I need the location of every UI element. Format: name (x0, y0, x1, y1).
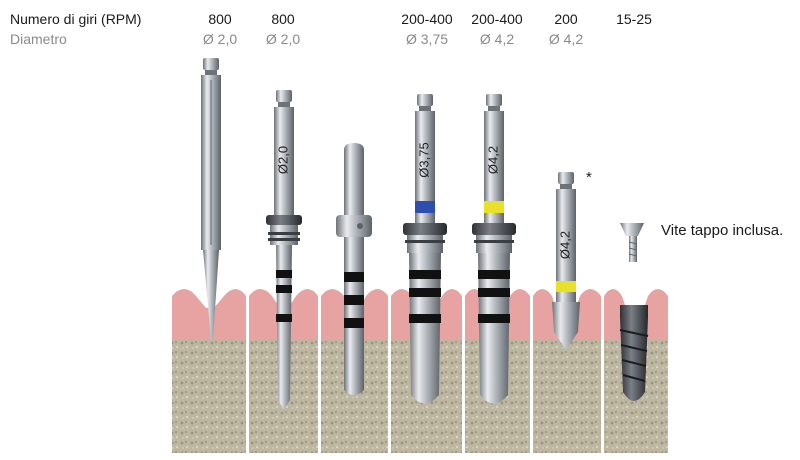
drill-2-marking: Ø2,0 (275, 146, 290, 174)
diameter-col-2: Ø 2,0 (265, 31, 301, 47)
yellow-color-ring (484, 201, 504, 213)
drill-4-2: Ø4,2 (472, 94, 516, 404)
drill-4-marking: Ø3,75 (416, 142, 431, 177)
blue-color-ring (415, 201, 435, 213)
cover-screw (620, 223, 644, 262)
yellow-color-ring-2 (556, 281, 576, 292)
rpm-col-7: 15-25 (616, 11, 652, 27)
drill-6-marking: Ø4,2 (557, 231, 572, 259)
drill-2-0: Ø2,0 (266, 90, 302, 410)
diameter-col-6: Ø 4,2 (548, 31, 584, 47)
rpm-col-4: 200-400 (401, 11, 453, 27)
depth-gauge (336, 143, 372, 395)
rpm-col-1: 800 (208, 11, 232, 27)
rpm-col-6: 200 (554, 11, 578, 27)
diameter-col-4: Ø 3,75 (405, 31, 449, 47)
countersink-drill: Ø4,2 (552, 172, 580, 350)
drill-5-marking: Ø4,2 (485, 146, 500, 174)
pilot-drill (201, 58, 221, 340)
cover-screw-note: Vite tappo inclusa. (661, 222, 784, 239)
diameter-col-5: Ø 4,2 (479, 31, 515, 47)
drill-3-75: Ø3,75 (403, 94, 447, 404)
diameter-row-label: Diametro (10, 31, 67, 47)
dental-implant (619, 305, 649, 401)
rpm-col-2: 800 (271, 11, 295, 27)
diameter-col-1: Ø 2,0 (202, 31, 238, 47)
asterisk-mark: * (586, 169, 592, 186)
rpm-row-label: Numero di giri (RPM) (10, 11, 142, 27)
rpm-col-5: 200-400 (471, 11, 523, 27)
